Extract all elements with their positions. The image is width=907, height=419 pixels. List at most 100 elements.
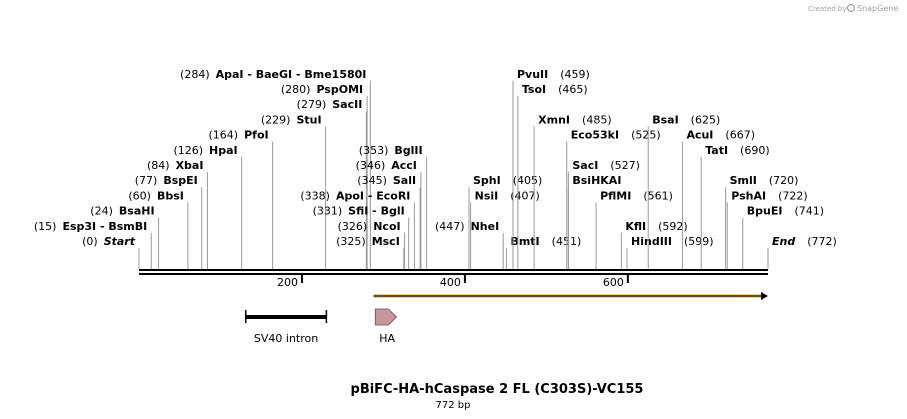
- site-xmni[interactable]: XmnI(485): [533, 113, 612, 269]
- site-name[interactable]: BmtI: [510, 235, 539, 248]
- site-name[interactable]: XbaI: [176, 159, 204, 172]
- site-sphi[interactable]: SphI(405): [468, 174, 542, 269]
- feature-ha[interactable]: HA: [374, 308, 398, 345]
- site-position: (338): [300, 189, 330, 202]
- site-name[interactable]: XmnI: [538, 113, 570, 126]
- site-tati[interactable]: TatI (690): [700, 144, 770, 269]
- site-bglii[interactable]: BglII (353): [359, 144, 428, 269]
- site-name[interactable]: BsiHKAI: [572, 174, 621, 187]
- site-bpuei[interactable]: BpuEI (741): [742, 205, 824, 269]
- site-name[interactable]: AccI: [391, 159, 417, 172]
- site-name[interactable]: BspEI: [163, 174, 197, 187]
- brand-text[interactable]: SnapGene: [857, 4, 898, 13]
- site-name[interactable]: SacII: [332, 98, 362, 111]
- site-pvuii[interactable]: PvuII (459): [512, 68, 590, 269]
- site-position: (459): [560, 68, 590, 81]
- tick-label: 400: [440, 276, 461, 289]
- site-name[interactable]: End: [772, 235, 795, 248]
- site-name[interactable]: ApoI - EcoRI: [336, 189, 410, 202]
- site-name[interactable]: Esp3I - BsmBI: [62, 220, 147, 233]
- site-name[interactable]: PfoI: [244, 129, 269, 142]
- created-by-text: Created by: [808, 5, 847, 13]
- orf-arrowhead: [761, 292, 768, 300]
- site-name[interactable]: NheI: [471, 220, 500, 233]
- site-pflmi[interactable]: PflMI(561): [595, 189, 673, 269]
- site-pshai[interactable]: PshAI(722): [726, 189, 808, 269]
- site-name[interactable]: SmlI: [730, 174, 757, 187]
- site-end[interactable]: End(772): [767, 235, 837, 269]
- site-apoi[interactable]: ApoI - EcoRI (338): [300, 189, 415, 269]
- site-position: (15): [34, 220, 57, 233]
- site-name[interactable]: Eco53kI: [571, 129, 619, 142]
- site-xbai[interactable]: XbaI(84): [147, 159, 208, 269]
- site-kfli[interactable]: KflI (592): [620, 220, 688, 269]
- site-nhei[interactable]: NheI (447): [435, 220, 504, 269]
- features-layer: SV40 intron HA: [244, 292, 768, 345]
- site-position: (525): [631, 129, 661, 142]
- feature-orf[interactable]: [373, 292, 768, 300]
- site-pfoi[interactable]: PfoI(164): [209, 129, 274, 269]
- site-name[interactable]: SphI: [473, 174, 501, 187]
- sites-layer: Start(0)Esp3I - BsmBI(15)BsaHI(24)BbsI(6…: [34, 68, 837, 269]
- site-position: (741): [794, 205, 824, 218]
- site-stui[interactable]: StuI(229): [261, 113, 327, 269]
- site-name[interactable]: ApaI - BaeGI - Bme1580I: [216, 68, 367, 81]
- site-name[interactable]: MscI: [372, 235, 400, 248]
- tick-label: 600: [603, 276, 624, 289]
- site-hindiii[interactable]: HindIII(599): [626, 235, 714, 269]
- site-name[interactable]: TatI: [705, 144, 728, 157]
- site-name[interactable]: SalI: [393, 174, 416, 187]
- site-name[interactable]: NcoI: [373, 220, 400, 233]
- site-position: (353): [359, 144, 389, 157]
- site-position: (592): [658, 220, 688, 233]
- site-esp3i[interactable]: Esp3I - BsmBI (15): [34, 220, 152, 269]
- site-name[interactable]: PvuII: [517, 68, 548, 81]
- site-name[interactable]: AcuI: [686, 129, 713, 142]
- site-start[interactable]: Start(0): [82, 235, 140, 269]
- site-acui[interactable]: AcuI(667): [681, 129, 755, 269]
- site-position: (280): [281, 83, 311, 96]
- site-name[interactable]: PspOMI: [316, 83, 363, 96]
- site-name[interactable]: BglII: [394, 144, 422, 157]
- site-bspei[interactable]: BspEI (77): [135, 174, 203, 269]
- site-tsoi[interactable]: TsoI(465): [517, 83, 588, 269]
- map-length: 772 bp: [436, 400, 471, 411]
- site-bbsi[interactable]: BbsI(60): [128, 189, 189, 269]
- site-name[interactable]: NsiI: [475, 189, 499, 202]
- site-apai[interactable]: ApaI - BaeGI - Bme1580I(284): [180, 68, 371, 269]
- site-smli[interactable]: SmlI(720): [725, 174, 799, 269]
- site-name[interactable]: Start: [104, 235, 136, 248]
- site-sfii[interactable]: SfiI - BglI(331): [313, 205, 410, 269]
- site-msci[interactable]: MscI(325): [336, 235, 405, 269]
- site-bsai[interactable]: BsaI(625): [647, 113, 720, 269]
- site-pspomi[interactable]: PspOMI (280): [281, 83, 368, 269]
- site-ncoi[interactable]: NcoI(326): [338, 220, 406, 269]
- site-bsahi[interactable]: BsaHI(24): [90, 205, 160, 269]
- site-position: (690): [740, 144, 770, 157]
- site-eco53ki[interactable]: Eco53kI (525): [566, 129, 661, 269]
- feature-sv40[interactable]: SV40 intron: [244, 310, 328, 345]
- site-name[interactable]: TsoI: [522, 83, 546, 96]
- site-name[interactable]: KflI: [625, 220, 646, 233]
- map-title: pBiFC-HA-hCaspase 2 FL (C303S)-VC155: [351, 382, 644, 397]
- site-name[interactable]: BsaHI: [119, 205, 155, 218]
- backbone: [139, 269, 768, 275]
- site-sali[interactable]: SalI(345): [357, 174, 421, 269]
- site-hpai[interactable]: HpaI(126): [173, 144, 243, 269]
- site-name[interactable]: SacI: [572, 159, 598, 172]
- site-sacii[interactable]: SacII(279): [297, 98, 367, 269]
- site-name[interactable]: BbsI: [157, 189, 184, 202]
- site-name[interactable]: HpaI: [209, 144, 238, 157]
- site-name[interactable]: StuI: [296, 113, 321, 126]
- site-name[interactable]: HindIII: [631, 235, 672, 248]
- site-name[interactable]: SfiI - BglI: [348, 205, 405, 218]
- site-name[interactable]: BpuEI: [747, 205, 783, 218]
- site-name[interactable]: PflMI: [600, 189, 631, 202]
- site-name[interactable]: BsaI: [652, 113, 678, 126]
- site-position: (77): [135, 174, 158, 187]
- site-name[interactable]: PshAI: [731, 189, 766, 202]
- site-bsihkai[interactable]: BsiHKAI: [567, 174, 621, 269]
- backbone-bottom-strand: [139, 273, 768, 275]
- site-acci[interactable]: AccI(346): [356, 159, 422, 269]
- site-position: (447): [435, 220, 465, 233]
